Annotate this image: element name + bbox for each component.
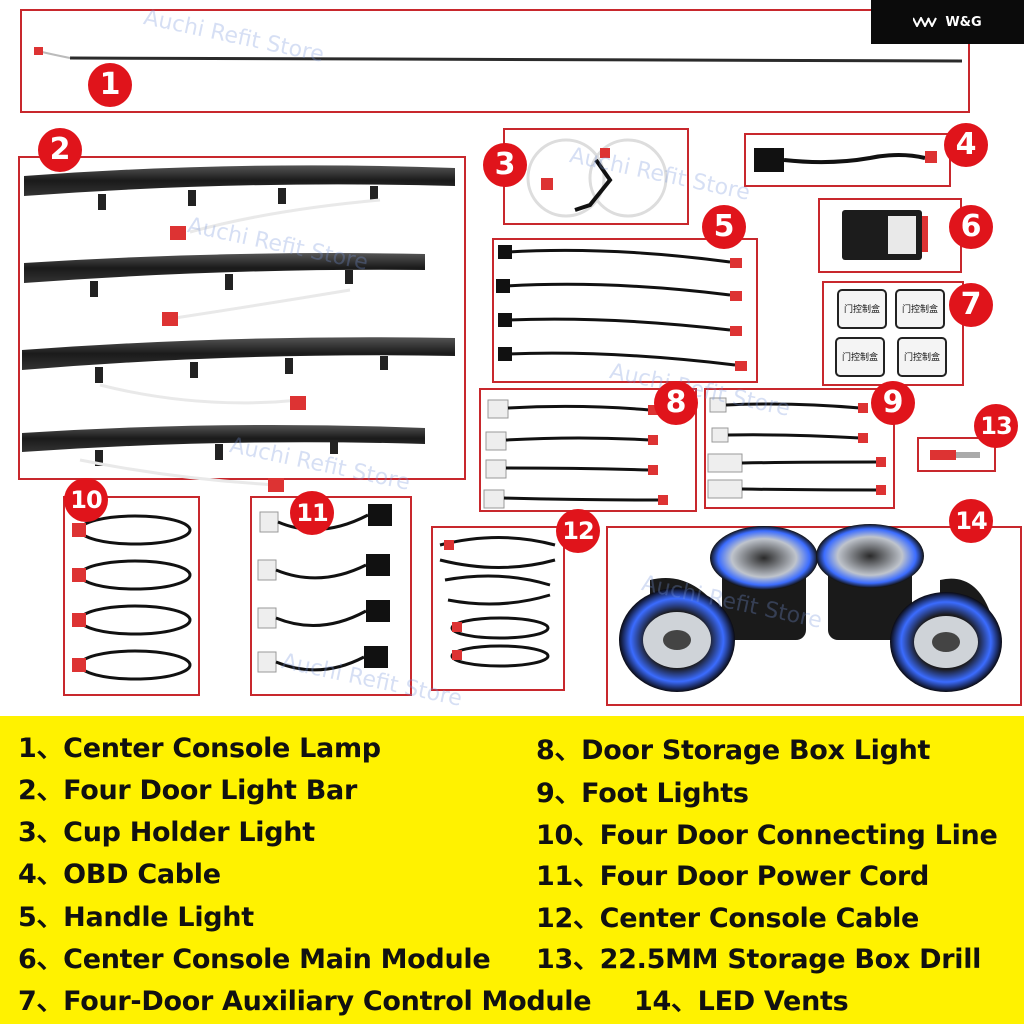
badge-7: 7	[949, 283, 993, 327]
console-lamp-drawing	[34, 47, 963, 63]
legend-item: 4、OBD Cable	[18, 859, 221, 890]
product-drawings: 门控制盒 门控制盒 门控制盒 门控制盒	[22, 47, 1002, 692]
door-light-bars-drawing	[22, 165, 455, 492]
aux-module-label: 门控制盒	[842, 351, 878, 363]
badge-11: 11	[290, 491, 334, 535]
legend-item: 7、Four-Door Auxiliary Control Module	[18, 986, 592, 1017]
console-cable-drawing	[439, 536, 556, 668]
brand-mark-icon	[913, 17, 938, 27]
connecting-lines-drawing	[72, 514, 192, 681]
badge-12: 12	[556, 509, 600, 553]
badge-5: 5	[702, 205, 746, 249]
main-module-drawing	[842, 210, 928, 260]
badge-13: 13	[974, 404, 1018, 448]
legend-item: 3、Cup Holder Light	[18, 817, 315, 848]
legend-item: 6、Center Console Main Module	[18, 944, 491, 975]
badge-8: 8	[654, 381, 698, 425]
parts-legend: 1、Center Console Lamp 2、Four Door Light …	[0, 716, 1024, 1024]
legend-item: 14、LED Vents	[634, 986, 849, 1017]
aux-module-label: 门控制盒	[902, 303, 938, 315]
panel-3	[503, 128, 689, 225]
handle-light-drawing	[496, 245, 747, 371]
brand-logo: W&G	[871, 0, 1024, 44]
aux-module-labels: 门控制盒 门控制盒 门控制盒 门控制盒	[842, 303, 940, 363]
badge-2: 2	[38, 128, 82, 172]
legend-item: 12、Center Console Cable	[536, 903, 920, 934]
aux-modules-drawing	[835, 289, 947, 377]
badge-3: 3	[483, 143, 527, 187]
legend-item: 5、Handle Light	[18, 902, 254, 933]
legend-item: 8、Door Storage Box Light	[536, 735, 931, 766]
badge-6: 6	[949, 205, 993, 249]
power-cords-drawing	[257, 504, 392, 673]
legend-item: 1、Center Console Lamp	[18, 733, 381, 764]
legend-item: 9、Foot Lights	[536, 778, 749, 809]
badge-9: 9	[871, 381, 915, 425]
badge-1: 1	[88, 63, 132, 107]
foot-lights-drawing	[707, 397, 886, 499]
panel-12	[431, 526, 565, 691]
drill-drawing	[930, 450, 980, 460]
badge-14: 14	[949, 499, 993, 543]
cup-holder-drawing	[526, 138, 668, 218]
legend-item: 11、Four Door Power Cord	[536, 861, 930, 892]
legend-item: 13、22.5MM Storage Box Drill	[536, 944, 982, 975]
aux-module-label: 门控制盒	[904, 351, 940, 363]
legend-item: 2、Four Door Light Bar	[18, 775, 357, 806]
brand-logo-text: W&G	[945, 14, 982, 30]
obd-cable-drawing	[754, 148, 937, 172]
badge-10: 10	[64, 478, 108, 522]
aux-module-label: 门控制盒	[844, 303, 880, 315]
legend-item: 10、Four Door Connecting Line	[536, 820, 998, 851]
panel-5	[492, 238, 758, 383]
storage-light-drawing	[483, 399, 668, 509]
led-vents-drawing	[619, 524, 1002, 692]
badge-4: 4	[944, 123, 988, 167]
